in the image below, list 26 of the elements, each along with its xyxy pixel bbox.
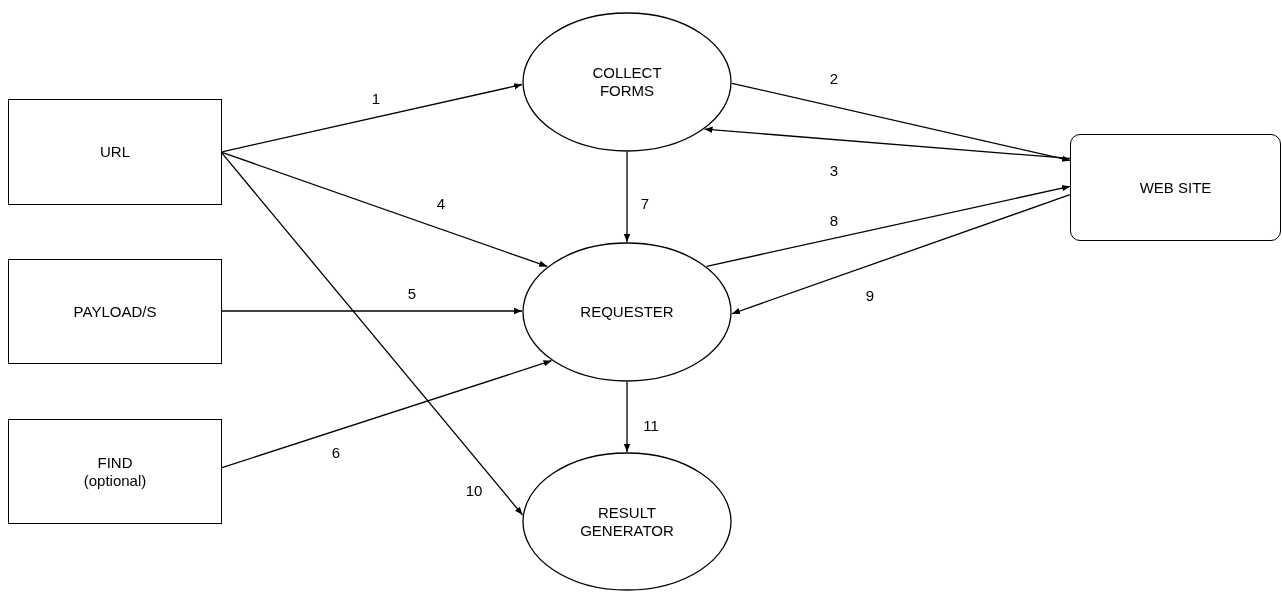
- input-box: [8, 259, 222, 364]
- node-label: REQUESTER: [580, 303, 674, 321]
- process-ellipse: [522, 12, 732, 152]
- arrow: [221, 307, 523, 315]
- node-label: PAYLOAD/S: [73, 302, 157, 321]
- arrow: [221, 360, 553, 469]
- node-label: FIND: [97, 453, 133, 472]
- arrow: [221, 83, 523, 153]
- arrow: [731, 194, 1071, 315]
- arrow: [703, 126, 1071, 160]
- arrow: [221, 151, 548, 268]
- arrow: [221, 152, 524, 516]
- arrow: [623, 151, 631, 243]
- input-box: [8, 419, 222, 524]
- node-label: RESULT GENERATOR: [579, 503, 675, 540]
- node-label: URL: [100, 143, 130, 161]
- arrow: [623, 381, 631, 453]
- node-label: COLLECT FORMS: [591, 64, 663, 100]
- arrow: [705, 185, 1071, 267]
- node-label: (optional): [83, 471, 147, 490]
- process-ellipse: [522, 242, 732, 382]
- input-box: [8, 99, 222, 205]
- arrow: [731, 82, 1071, 162]
- external-entity-box: [1070, 134, 1281, 241]
- process-ellipse: [522, 452, 732, 591]
- node-label: WEB SITE: [1139, 178, 1212, 197]
